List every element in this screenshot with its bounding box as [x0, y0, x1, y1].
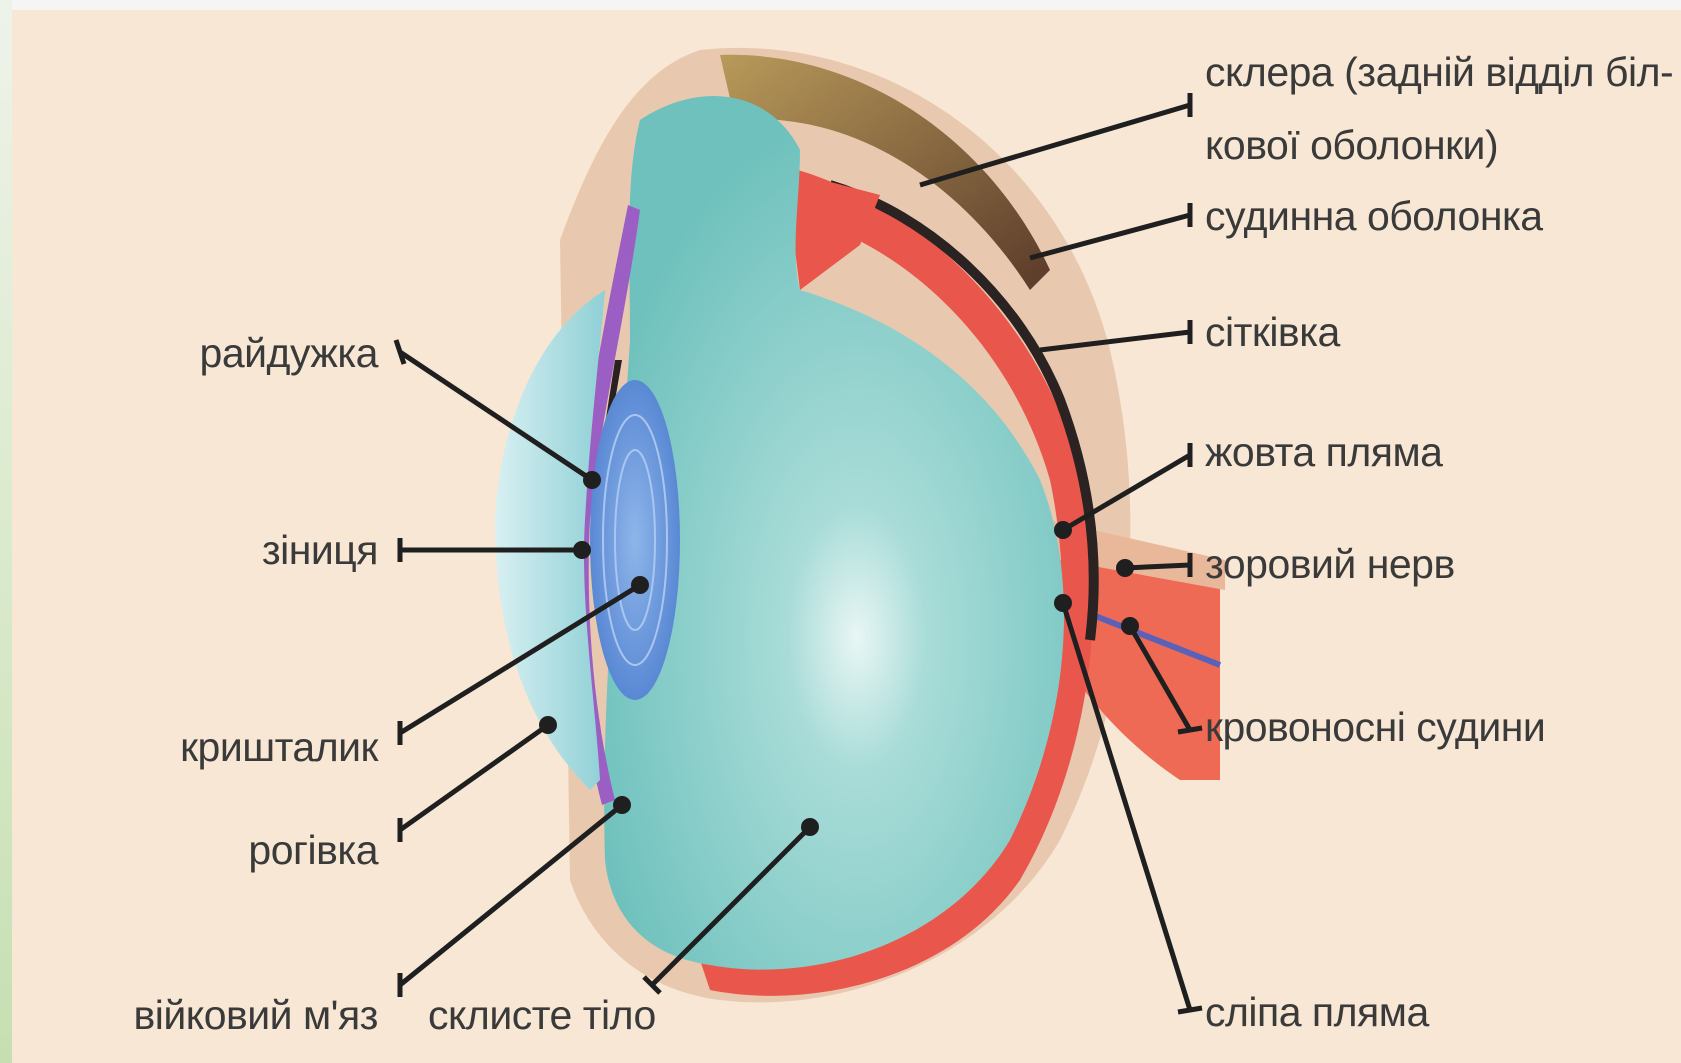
label-sclera-line2: кової оболонки) [1205, 125, 1498, 166]
label-pupil: зіниця [150, 530, 378, 571]
label-choroid: судинна оболонка [1205, 196, 1543, 237]
label-blind-spot: сліпа пляма [1205, 992, 1429, 1033]
label-blood-vessels: кровоносні судини [1205, 707, 1545, 748]
label-lens: кришталик [150, 727, 378, 768]
label-vitreous-body: склисте тіло [428, 995, 656, 1036]
label-sclera-line1: склера (задній відділ біл- [1205, 52, 1673, 93]
label-ciliary-muscle: війковий м'яз [100, 995, 378, 1036]
label-cornea: рогівка [150, 830, 378, 871]
label-retina: сітківка [1205, 312, 1340, 353]
label-iris: райдужка [150, 333, 378, 374]
label-optic-nerve: зоровий нерв [1205, 544, 1455, 585]
label-macula: жовта пляма [1205, 432, 1442, 473]
